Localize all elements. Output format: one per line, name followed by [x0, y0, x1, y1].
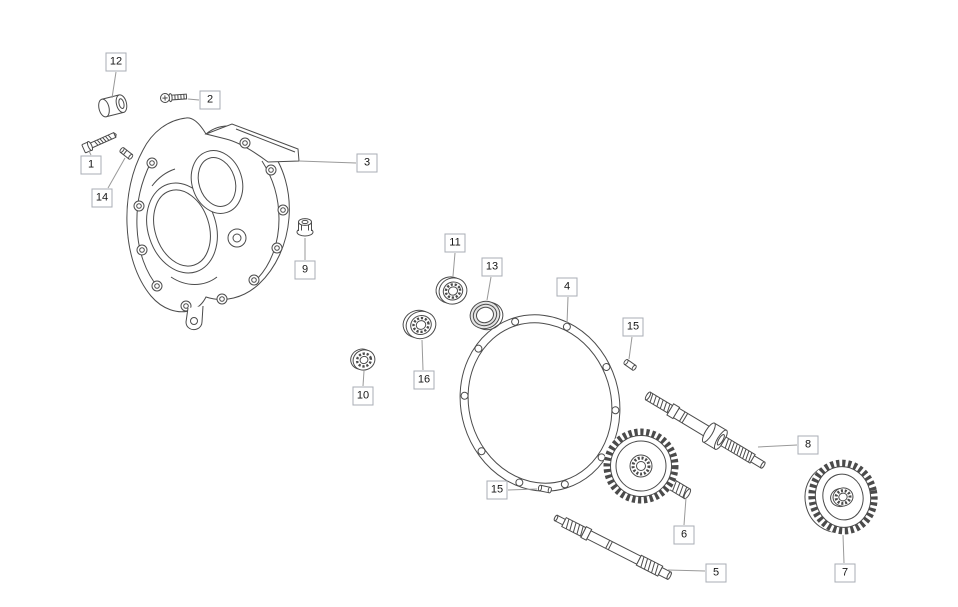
cover-top-flange	[204, 123, 300, 163]
leader-callout-4	[566, 296, 569, 325]
gasket-bolt-holes	[460, 317, 620, 489]
leader-callout-5	[667, 569, 706, 572]
callout-11: 11	[444, 233, 466, 253]
leader-callout-15-lower	[507, 488, 538, 491]
cover-bolt-holes	[133, 137, 289, 312]
bushing-drawing	[98, 94, 128, 118]
callout-6: 6	[673, 525, 695, 545]
leader-callout-1	[88, 150, 92, 156]
leader-callout-7	[842, 534, 845, 564]
callout-15-lower: 15	[486, 480, 508, 500]
leader-callout-8	[757, 444, 798, 448]
bolt-drawing	[81, 131, 117, 154]
callout-3: 3	[356, 153, 378, 173]
leader-callout-15-upper	[628, 336, 633, 360]
callout-13: 13	[481, 257, 503, 277]
callout-8: 8	[797, 435, 819, 455]
dowel-pin-b-drawing	[537, 484, 552, 494]
leader-callout-3	[298, 160, 357, 164]
leader-callout-10	[362, 370, 365, 387]
seal-drawing	[469, 300, 504, 331]
leader-callout-13	[486, 276, 492, 301]
callout-7: 7	[834, 563, 856, 583]
callout-16: 16	[413, 370, 435, 390]
callout-15-upper: 15	[622, 317, 644, 337]
driven-gear-drawing	[804, 459, 878, 535]
callout-9: 9	[294, 260, 316, 280]
callout-1: 1	[80, 155, 102, 175]
screw-drawing	[160, 93, 188, 103]
nut-drawing	[296, 218, 314, 237]
gear-cluster-drawing	[603, 428, 692, 504]
callout-10: 10	[352, 386, 374, 406]
leader-callout-2	[187, 98, 200, 101]
callout-12: 12	[105, 52, 127, 72]
stud-drawing	[119, 147, 134, 160]
input-shaft-drawing	[644, 391, 766, 469]
gasket-drawing	[459, 314, 621, 492]
transmission-cover-drawing	[126, 117, 300, 331]
bearing-10-drawing	[350, 348, 376, 371]
leader-callout-12	[111, 71, 117, 99]
bearing-16-drawing	[402, 309, 437, 340]
callout-4: 4	[556, 277, 578, 297]
callout-2: 2	[199, 90, 221, 110]
leader-callout-16	[421, 339, 424, 371]
leader-callout-6	[683, 497, 687, 526]
leader-callout-11	[452, 252, 456, 277]
callout-5: 5	[705, 563, 727, 583]
bearing-11-drawing	[435, 276, 468, 305]
dowel-pin-a-drawing	[623, 359, 637, 371]
leader-callout-14	[107, 157, 126, 189]
output-shaft-drawing	[553, 514, 672, 580]
callout-14: 14	[91, 188, 113, 208]
